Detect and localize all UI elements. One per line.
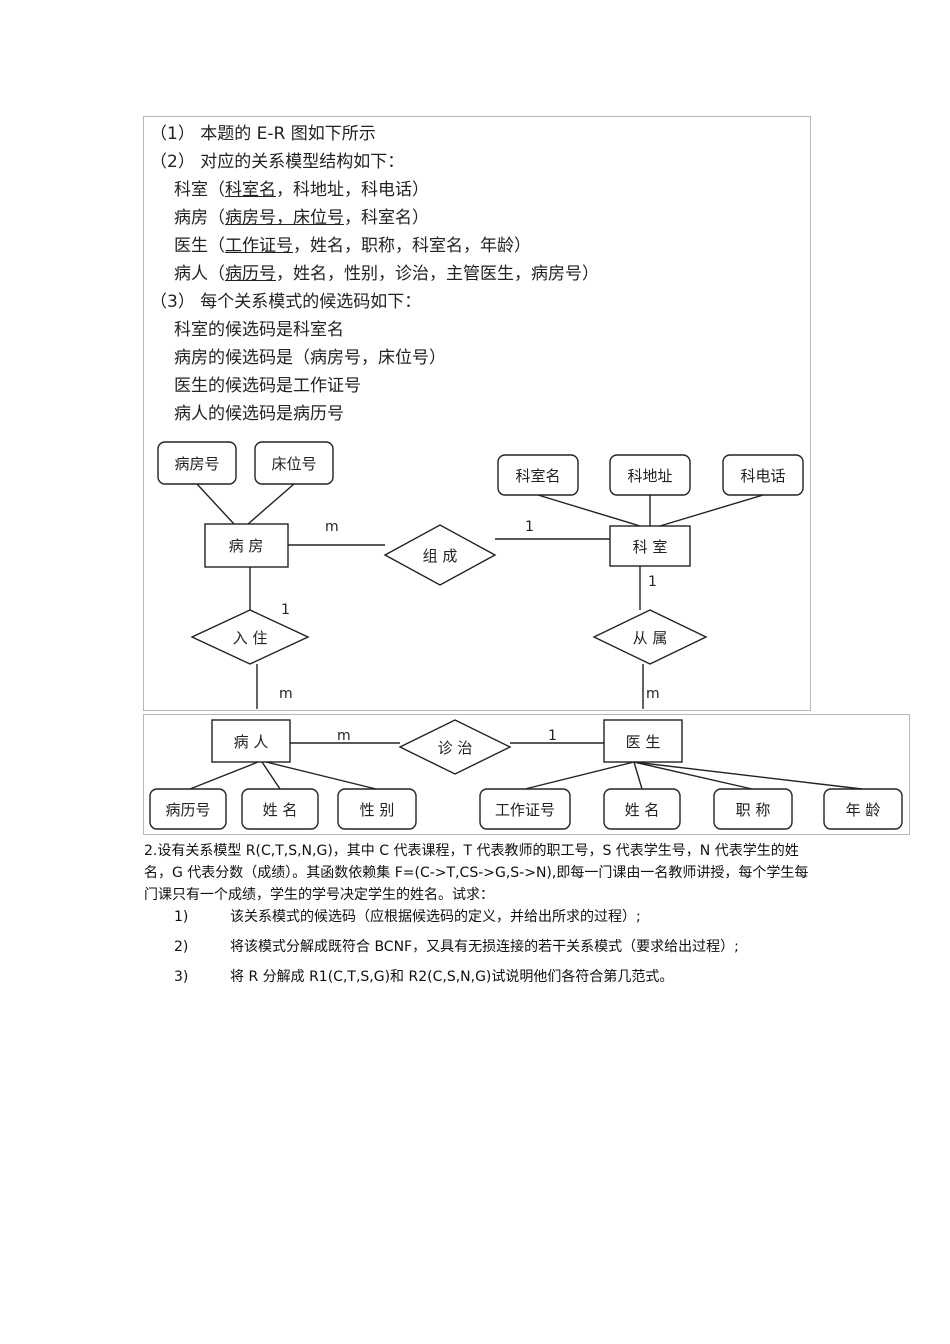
question-item: 2) 将该模式分解成既符合 BCNF，又具有无损连接的若干关系模式（要求给出过程）… — [144, 936, 739, 958]
attribute-bingfanghao: 病房号 — [174, 455, 219, 473]
attribute-box — [337, 788, 417, 830]
entity-bingfang: 病 房 — [229, 537, 264, 555]
candidate-yisheng: 医生的候选码是工作证号 — [174, 376, 361, 396]
attribute-keshiming: 科室名 — [515, 467, 560, 485]
candidate-keshi: 科室的候选码是科室名 — [174, 320, 344, 340]
relation-bingfang: 病房（病房号，床位号，科室名） — [174, 208, 429, 228]
relationship-zucheng: 组 成 — [423, 547, 458, 565]
relation-rest: ，姓名，职称，科室名，年龄） — [293, 236, 531, 256]
answer-line-1: （1） 本题的 E-R 图如下所示 — [150, 124, 376, 144]
question-2-paragraph: 2.设有关系模型 R(C,T,S,N,G)，其中 C 代表课程，T 代表教师的职… — [144, 843, 809, 903]
relationship-diamond — [190, 609, 310, 665]
relation-rest: ，科室名） — [344, 208, 429, 228]
item-number: 2) — [174, 939, 189, 955]
cardinality-label: 1 — [548, 728, 557, 744]
relation-name: 医生（ — [174, 236, 225, 256]
attribute-kedizhi: 科地址 — [627, 467, 672, 485]
cardinality-label: 1 — [525, 519, 534, 535]
attribute-xingming-1: 姓 名 — [263, 801, 298, 819]
attribute-nianling: 年 龄 — [846, 801, 881, 819]
er-diagram-bottom: 病 人 医 生 诊 治 病历号 姓 名 性 别 工作证号 姓 名 职 称 年 龄… — [149, 719, 903, 830]
relationship-diamond — [383, 524, 497, 586]
item-text: 将 R 分解成 R1(C,T,S,G)和 R2(C,S,N,G)试说明他们各符合… — [230, 969, 674, 985]
entity-box — [211, 719, 291, 763]
question-item: 3) 将 R 分解成 R1(C,T,S,G)和 R2(C,S,N,G)试说明他们各… — [144, 966, 673, 988]
attribute-xingming-2: 姓 名 — [625, 801, 660, 819]
relation-name: 病房（ — [174, 208, 225, 228]
item-number: 1) — [174, 909, 189, 925]
relation-rest: ，姓名，性别，诊治，主管医生，病房号） — [276, 264, 599, 284]
relationship-congshu: 从 属 — [633, 629, 668, 647]
item-text: 该关系模式的候选码（应根据候选码的定义，并给出所求的过程）; — [230, 909, 641, 925]
attribute-box — [713, 788, 793, 830]
cardinality-label: m — [325, 519, 339, 535]
attribute-box — [823, 788, 903, 830]
cardinality-label: 1 — [648, 574, 657, 590]
entity-bingren: 病 人 — [234, 733, 269, 751]
attribute-xingbie: 性 别 — [360, 801, 395, 819]
primary-key: 工作证号 — [225, 236, 293, 256]
primary-key: 病历号 — [225, 264, 276, 284]
entity-keshi: 科 室 — [633, 538, 668, 556]
attribute-binglihao: 病历号 — [165, 801, 210, 819]
answer-line-2: （2） 对应的关系模型结构如下： — [150, 152, 405, 172]
cardinality-label: m — [279, 686, 293, 702]
relation-bingren: 病人（病历号，姓名，性别，诊治，主管医生，病房号） — [174, 264, 599, 284]
relationship-diamond — [398, 719, 512, 775]
cardinality-label: m — [337, 728, 351, 744]
primary-key: 病房号，床位号 — [225, 208, 344, 228]
relationship-zhenzhi: 诊 治 — [438, 739, 473, 757]
attribute-box — [149, 788, 227, 830]
relation-name: 病人（ — [174, 264, 225, 284]
question-item: 1) 该关系模式的候选码（应根据候选码的定义，并给出所求的过程）; — [144, 906, 641, 928]
candidate-bingfang: 病房的候选码是（病房号，床位号） — [174, 348, 446, 368]
item-text: 将该模式分解成既符合 BCNF，又具有无损连接的若干关系模式（要求给出过程）; — [230, 939, 739, 955]
relationship-diamond — [592, 609, 708, 665]
cardinality-label: m — [646, 686, 660, 702]
relation-rest: ，科地址，科电话） — [276, 180, 429, 200]
relation-yisheng: 医生（工作证号，姓名，职称，科室名，年龄） — [174, 236, 531, 256]
item-number: 3) — [174, 969, 189, 985]
cardinality-label: 1 — [281, 602, 290, 618]
attribute-chuangweihao: 床位号 — [271, 455, 316, 473]
entity-box — [609, 525, 691, 567]
answer-line-3: （3） 每个关系模式的候选码如下： — [150, 292, 422, 312]
er-diagram-top: 病房号 床位号 科室名 科地址 科电话 病 房 科 室 组 成 入 住 从 属 … — [157, 441, 804, 709]
entity-box — [603, 719, 683, 763]
primary-key: 科室名 — [225, 180, 276, 200]
attribute-kedianhua: 科电话 — [740, 467, 785, 485]
candidate-bingren: 病人的候选码是病历号 — [174, 404, 344, 424]
relation-name: 科室（ — [174, 180, 225, 200]
attribute-zhicheng: 职 称 — [736, 801, 771, 819]
entity-yisheng: 医 生 — [626, 733, 661, 751]
relation-keshi: 科室（科室名，科地址，科电话） — [174, 180, 429, 200]
relationship-ruzhu: 入 住 — [233, 629, 268, 647]
attribute-gongzuozhenghao: 工作证号 — [495, 801, 555, 819]
